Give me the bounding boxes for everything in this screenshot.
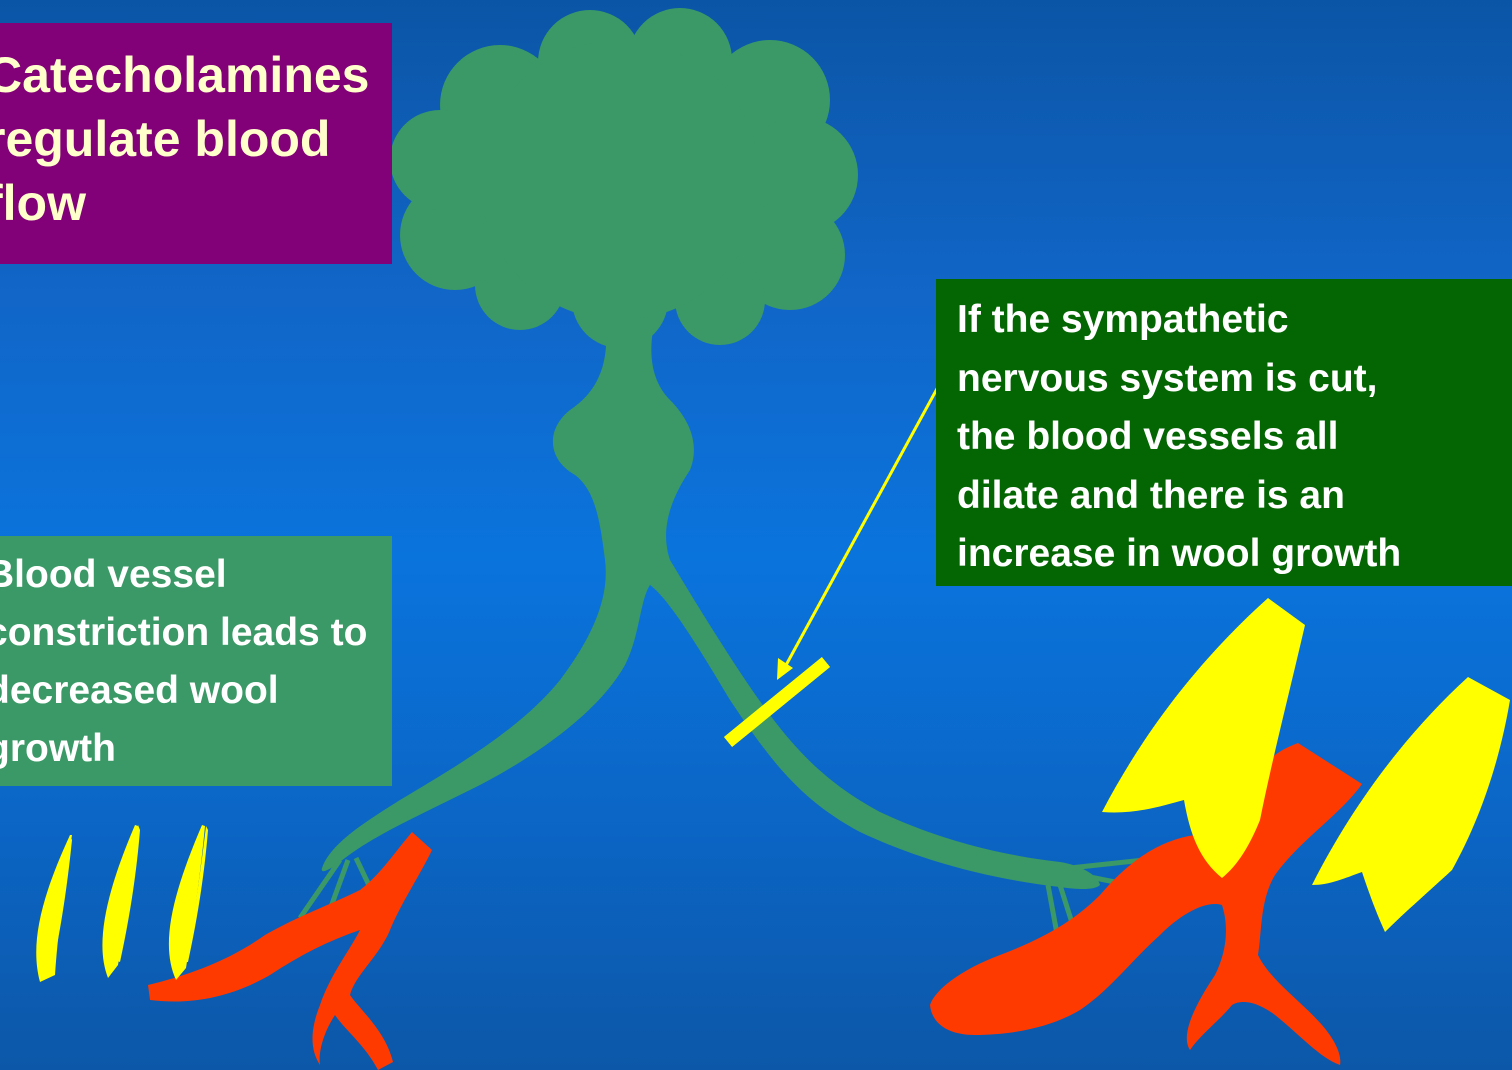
title-line-1: Catecholamines: [0, 43, 392, 107]
cut-note-line-2: nervous system is cut,: [957, 350, 1512, 409]
cut-note-line-4: dilate and there is an: [957, 467, 1512, 526]
cut-note-line-5: increase in wool growth: [957, 525, 1512, 584]
nerve-cell-body: [390, 8, 858, 348]
constriction-line-3: decreased wool: [0, 662, 392, 720]
cut-note-line-1: If the sympathetic: [957, 291, 1512, 350]
constriction-line-4: growth: [0, 720, 392, 778]
sympathetic-cut-note-box: If the sympathetic nervous system is cut…: [936, 279, 1512, 586]
cut-note-line-3: the blood vessels all: [957, 408, 1512, 467]
constriction-line-2: constriction leads to: [0, 604, 392, 662]
constriction-line-1: Blood vessel: [0, 546, 392, 604]
constriction-note-box: Blood vessel constriction leads to decre…: [0, 536, 392, 786]
title-line-2: regulate blood: [0, 107, 392, 171]
title-box: Catecholamines regulate blood flow: [0, 23, 392, 264]
title-line-3: flow: [0, 171, 392, 235]
wool-fibres-left: [36, 825, 208, 982]
pointer-arrow: [777, 365, 950, 680]
